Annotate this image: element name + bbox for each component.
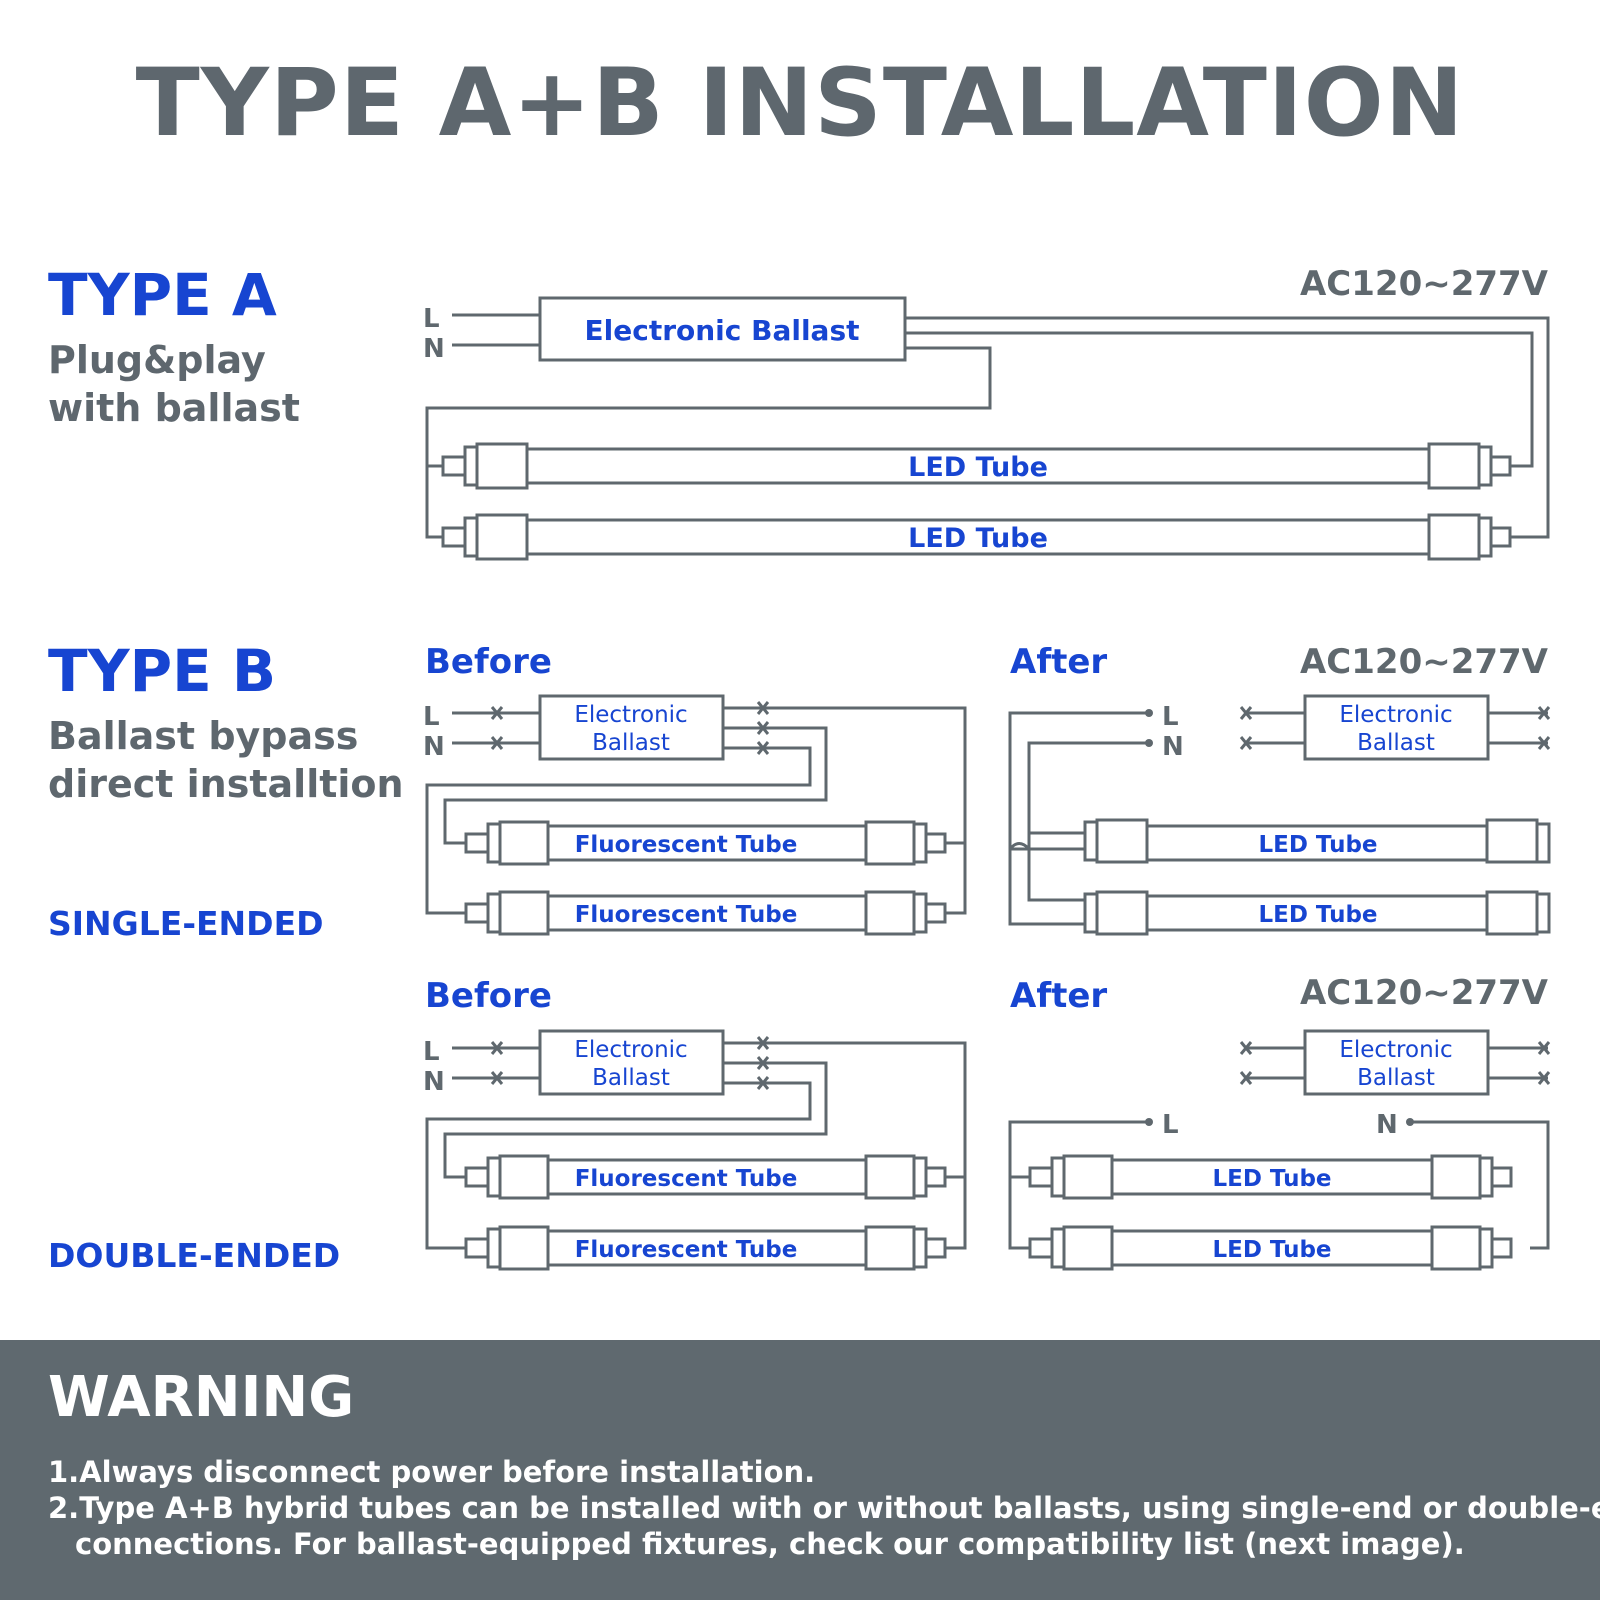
cut-mark-icon — [490, 706, 504, 720]
double-before-n-label: N — [423, 1067, 445, 1097]
single-before-tube-2-label: Fluorescent Tube — [575, 902, 798, 928]
cut-mark-icon — [756, 1036, 770, 1050]
single-before-l-label: L — [423, 702, 440, 732]
type-b-heading: TYPE B — [48, 637, 277, 705]
single-after-tube-2 — [1083, 890, 1551, 936]
double-before-tube-2-label: Fluorescent Tube — [575, 1237, 798, 1263]
single-before-ballast-line1: Electronic — [574, 702, 687, 728]
single-before-label: Before — [425, 642, 552, 682]
single-after-ballast-box — [1303, 694, 1490, 761]
single-after-voltage: AC120~277V — [1300, 642, 1549, 682]
cut-mark-icon — [1537, 736, 1551, 750]
double-after-voltage: AC120~277V — [1300, 973, 1549, 1013]
type-a-tube-2-label: LED Tube — [908, 523, 1048, 554]
cut-mark-icon — [490, 736, 504, 750]
type-a-desc-line2: with ballast — [48, 386, 300, 430]
type-a-l-label: L — [423, 304, 440, 334]
terminal-dots — [1145, 709, 1414, 1126]
double-after-tube-2-label: LED Tube — [1212, 1237, 1331, 1263]
double-before-tube-2 — [464, 1225, 947, 1271]
double-before-tube-1-label: Fluorescent Tube — [575, 1166, 798, 1192]
cut-mark-icon — [1537, 1041, 1551, 1055]
double-after-tube-2 — [1028, 1225, 1513, 1271]
double-before-ballast-line2: Ballast — [592, 1065, 670, 1091]
double-after-n-label: N — [1376, 1110, 1398, 1140]
single-before-tube-1 — [464, 820, 947, 866]
single-after-ballast-line1: Electronic — [1339, 702, 1452, 728]
single-ended-after-diagram — [1008, 694, 1551, 936]
cut-mark-icon — [1239, 1041, 1253, 1055]
double-after-ballast-line2: Ballast — [1357, 1065, 1435, 1091]
warning-item-2-continued: connections. For ballast-equipped fixtur… — [75, 1527, 1465, 1561]
type-a-desc-line1: Plug&play — [48, 338, 266, 382]
single-after-label: After — [1010, 642, 1107, 682]
warning-title: WARNING — [48, 1365, 355, 1430]
type-a-diagram — [425, 296, 1550, 561]
type-a-n-label: N — [423, 334, 445, 364]
type-a-tube-2 — [441, 513, 1512, 561]
single-after-tube-2-label: LED Tube — [1258, 902, 1377, 928]
single-ended-before-diagram — [425, 694, 967, 936]
type-a-tube-1-label: LED Tube — [908, 452, 1048, 483]
single-before-ballast-line2: Ballast — [592, 730, 670, 756]
single-after-tube-1 — [1083, 818, 1551, 864]
type-a-voltage: AC120~277V — [1300, 264, 1549, 304]
cut-mark-icon — [756, 721, 770, 735]
type-a-ballast-label: Electronic Ballast — [585, 314, 860, 347]
single-after-l-terminal — [1145, 709, 1153, 717]
double-before-l-label: L — [423, 1037, 440, 1067]
cut-mark-icon — [1239, 1071, 1253, 1085]
cut-mark-icon — [756, 701, 770, 715]
warning-list: 1.Always disconnect power before install… — [48, 1454, 1600, 1562]
single-after-l-label: L — [1162, 702, 1179, 732]
double-after-tube-1 — [1028, 1154, 1513, 1200]
warning-item-1: 1.Always disconnect power before install… — [48, 1455, 816, 1489]
single-before-tube-1-label: Fluorescent Tube — [575, 832, 798, 858]
double-before-ballast-line1: Electronic — [574, 1037, 687, 1063]
warning-item-2: 2.Type A+B hybrid tubes can be installed… — [48, 1491, 1600, 1525]
single-before-n-label: N — [423, 732, 445, 762]
cut-mark-icon — [490, 1071, 504, 1085]
double-after-label: After — [1010, 976, 1107, 1016]
double-before-label: Before — [425, 976, 552, 1016]
wiring-diagrams: AC120~277V L N L N AC120~277V L N L N AC… — [423, 264, 1551, 1271]
single-ended-label: SINGLE-ENDED — [48, 904, 324, 943]
cut-mark-icon — [1537, 1071, 1551, 1085]
type-b-description: Ballast bypass direct installtion — [48, 712, 404, 808]
double-ended-before-diagram — [425, 1029, 967, 1271]
single-after-n-label: N — [1162, 732, 1184, 762]
single-after-n-terminal — [1145, 739, 1153, 747]
single-after-ballast-line2: Ballast — [1357, 730, 1435, 756]
double-after-ballast-line1: Electronic — [1339, 1037, 1452, 1063]
cut-marks — [490, 701, 1551, 1090]
double-ended-label: DOUBLE-ENDED — [48, 1236, 341, 1275]
double-after-n-terminal — [1406, 1118, 1414, 1126]
double-before-tube-1 — [464, 1154, 947, 1200]
type-a-tube-1 — [441, 442, 1512, 490]
double-ended-after-diagram — [1008, 1029, 1550, 1271]
double-after-ballast-box — [1303, 1029, 1490, 1096]
single-after-tube-1-label: LED Tube — [1258, 832, 1377, 858]
single-before-tube-2 — [464, 890, 947, 936]
type-a-heading: TYPE A — [48, 261, 277, 329]
page-title: TYPE A+B INSTALLATION — [135, 49, 1465, 158]
double-after-tube-1-label: LED Tube — [1212, 1166, 1331, 1192]
cut-mark-icon — [756, 741, 770, 755]
cut-mark-icon — [490, 1041, 504, 1055]
cut-mark-icon — [1239, 736, 1253, 750]
type-b-desc-line1: Ballast bypass — [48, 714, 359, 758]
type-a-ballast-box — [538, 296, 907, 362]
double-after-l-terminal — [1145, 1118, 1153, 1126]
warning-panel: WARNING 1.Always disconnect power before… — [0, 1340, 1600, 1600]
type-a-description: Plug&play with ballast — [48, 336, 300, 432]
cut-mark-icon — [1239, 706, 1253, 720]
double-after-l-label: L — [1162, 1110, 1179, 1140]
cut-mark-icon — [1537, 706, 1551, 720]
type-b-desc-line2: direct installtion — [48, 762, 404, 806]
cut-mark-icon — [756, 1056, 770, 1070]
cut-mark-icon — [756, 1076, 770, 1090]
